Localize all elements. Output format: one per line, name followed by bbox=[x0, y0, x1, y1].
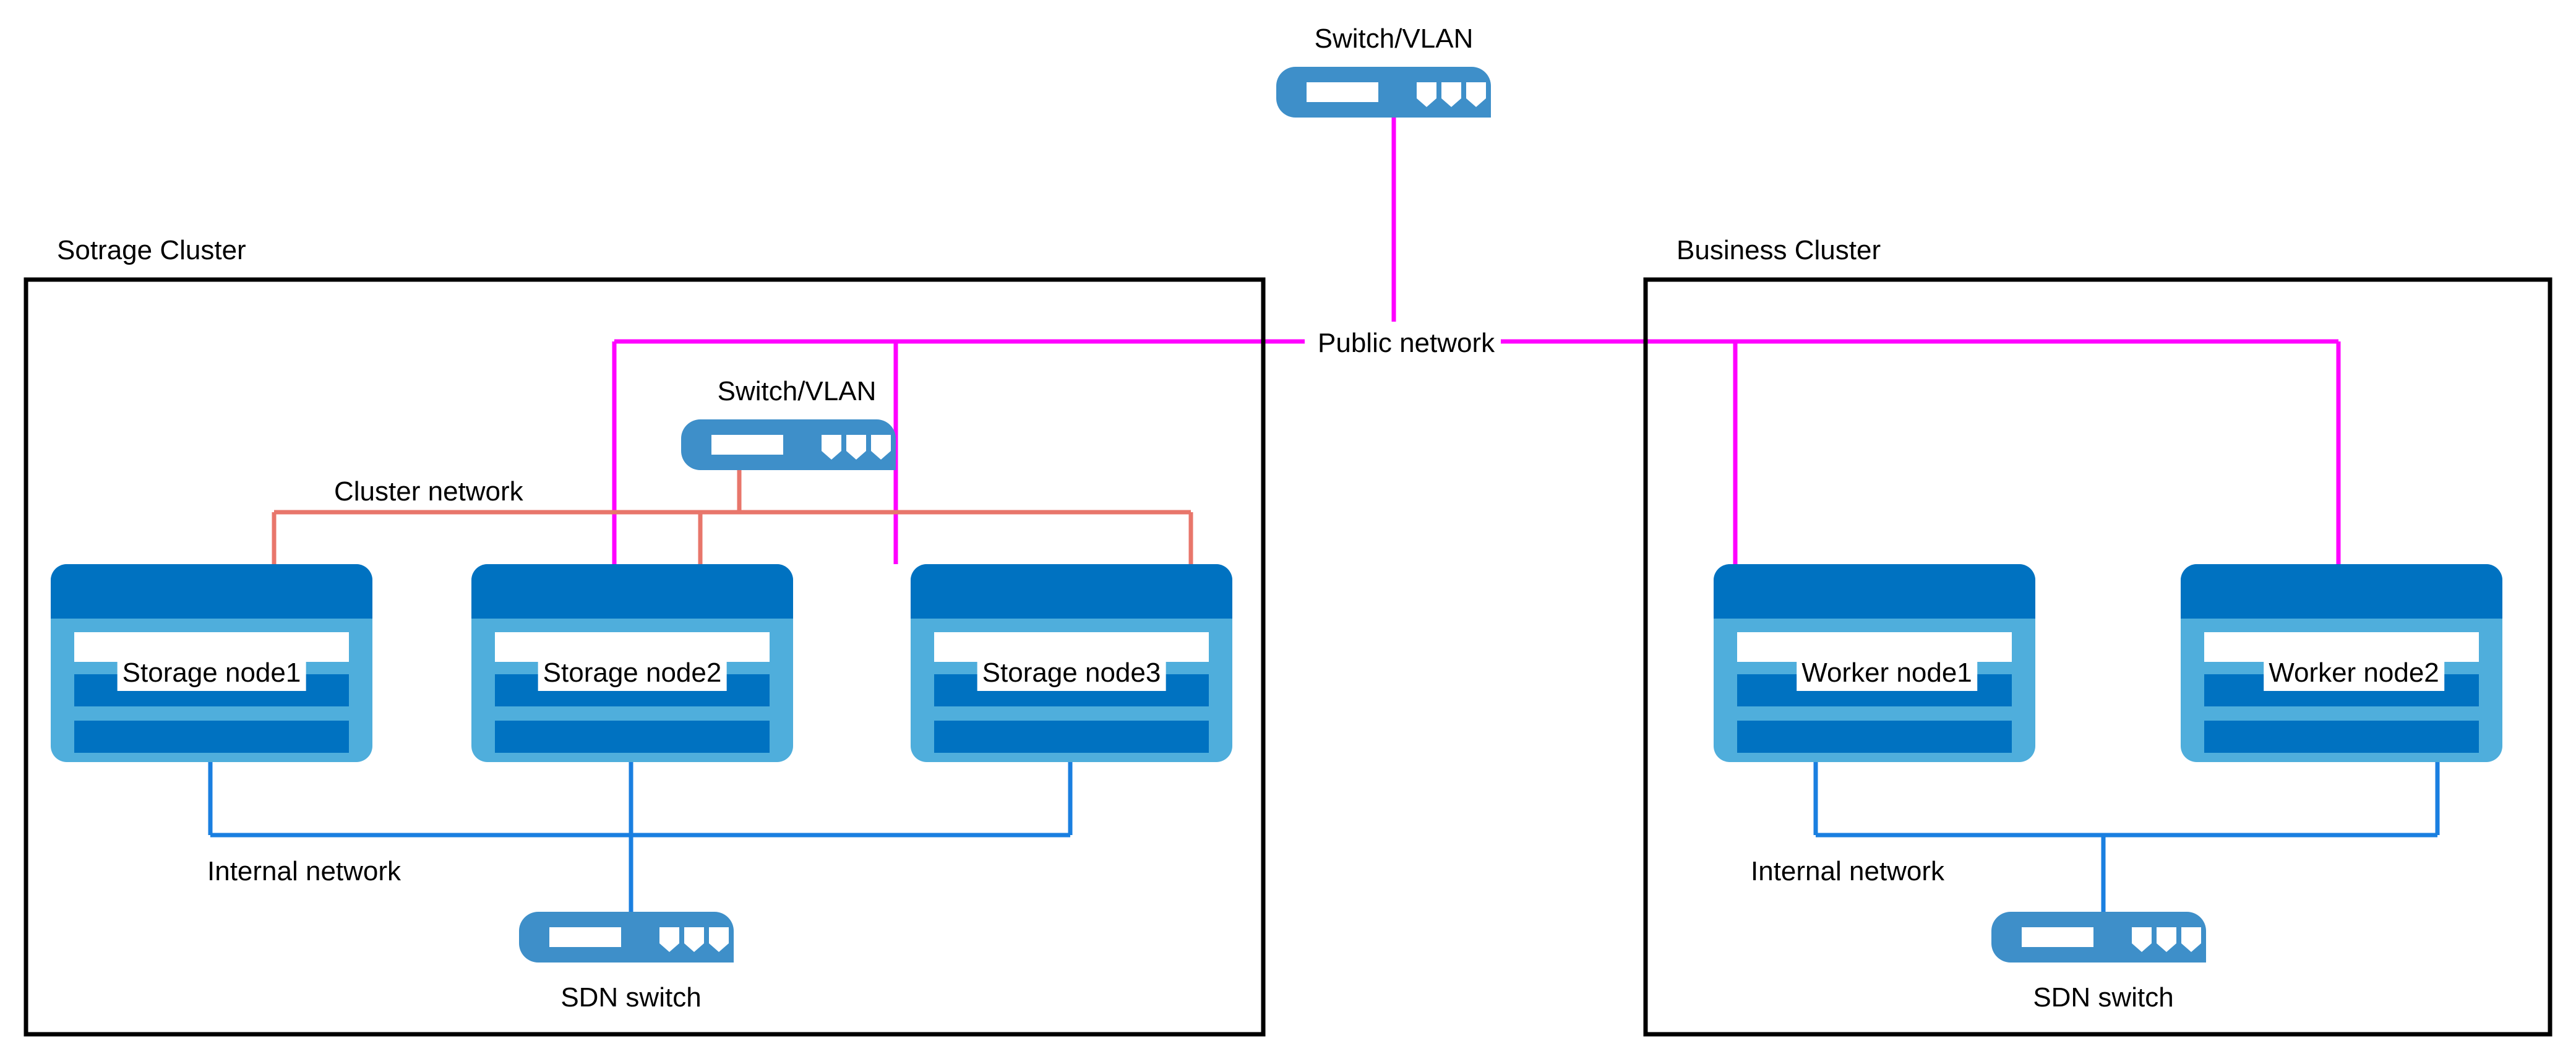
server-header bbox=[1714, 564, 2035, 619]
server-header bbox=[2181, 564, 2502, 619]
server-slot-2 bbox=[2204, 721, 2479, 753]
switch-chassis bbox=[519, 912, 734, 963]
switch-port-3 bbox=[709, 927, 729, 952]
switch-port-2 bbox=[846, 435, 866, 460]
server-header bbox=[51, 564, 372, 619]
switch-port-1 bbox=[2132, 927, 2152, 952]
switch-port-2 bbox=[1441, 82, 1461, 107]
internal-network-business-links bbox=[1813, 761, 2440, 912]
business-sdn-switch-icon[interactable] bbox=[1991, 912, 2206, 963]
switch-display bbox=[2022, 927, 2093, 947]
server-header bbox=[911, 564, 1232, 619]
storage-switch-vlan-icon[interactable] bbox=[681, 419, 896, 470]
server-slot-2 bbox=[934, 721, 1209, 753]
cluster-network-label: Cluster network bbox=[328, 475, 530, 508]
cluster-network-links bbox=[272, 470, 1193, 564]
switch-port-1 bbox=[822, 435, 841, 460]
server-slot-2 bbox=[1737, 721, 2012, 753]
switch-chassis bbox=[1991, 912, 2206, 963]
switch-chassis bbox=[681, 419, 896, 470]
storage-switch-vlan-label: Switch/VLAN bbox=[717, 376, 877, 406]
worker-node-2-label: Worker node2 bbox=[2264, 655, 2444, 691]
internal-network-business-label: Internal network bbox=[1745, 855, 1951, 888]
switch-port-2 bbox=[2157, 927, 2176, 952]
switch-port-3 bbox=[871, 435, 891, 460]
storage-cluster-title: Sotrage Cluster bbox=[57, 235, 246, 265]
storage-sdn-switch-label: SDN switch bbox=[560, 982, 702, 1013]
switch-port-1 bbox=[659, 927, 679, 952]
switch-port-3 bbox=[2181, 927, 2201, 952]
server-slot-2 bbox=[74, 721, 349, 753]
worker-node-1-label: Worker node1 bbox=[1797, 655, 1977, 691]
worker-node-2-icon[interactable] bbox=[2181, 564, 2502, 762]
public-network-label: Public network bbox=[1312, 327, 1501, 360]
storage-sdn-switch-icon[interactable] bbox=[519, 912, 734, 963]
switch-chassis bbox=[1276, 67, 1491, 118]
storage-node-2-label: Storage node2 bbox=[538, 655, 727, 691]
switch-port-2 bbox=[684, 927, 704, 952]
business-cluster-title: Business Cluster bbox=[1677, 235, 1881, 265]
internal-network-storage-label: Internal network bbox=[201, 855, 408, 888]
switch-port-3 bbox=[1466, 82, 1486, 107]
business-sdn-switch-label: SDN switch bbox=[2033, 982, 2174, 1013]
core-switch-vlan-label: Switch/VLAN bbox=[1314, 24, 1474, 54]
internal-network-storage-links bbox=[208, 761, 1073, 912]
core-switch-vlan-icon[interactable] bbox=[1276, 67, 1491, 118]
switch-port-1 bbox=[1417, 82, 1436, 107]
switch-display bbox=[1307, 82, 1378, 102]
storage-node-1-label: Storage node1 bbox=[117, 655, 306, 691]
server-header bbox=[471, 564, 793, 619]
storage-cluster-boundary bbox=[24, 277, 1266, 1037]
server-slot-2 bbox=[495, 721, 770, 753]
storage-node-3-label: Storage node3 bbox=[977, 655, 1166, 691]
switch-display bbox=[549, 927, 621, 947]
business-cluster-boundary bbox=[1643, 277, 2552, 1037]
switch-display bbox=[711, 435, 783, 455]
